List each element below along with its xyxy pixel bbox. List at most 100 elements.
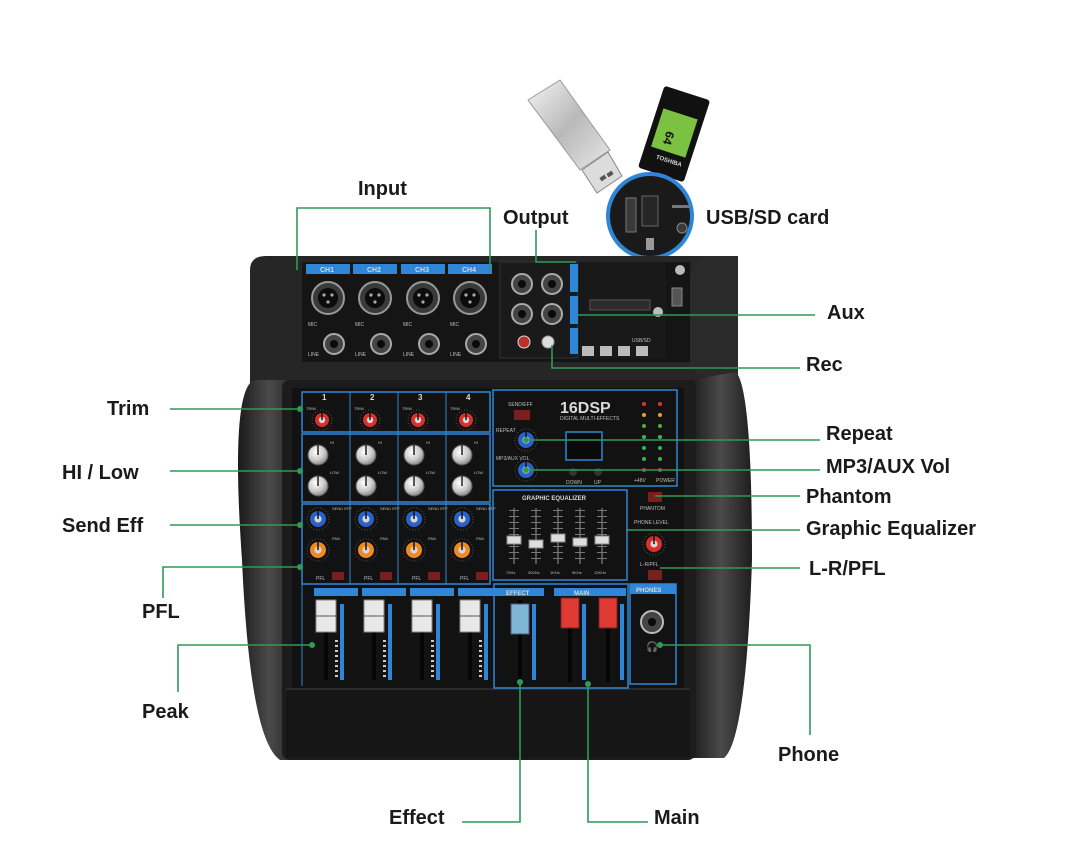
trim-label-2: TRIM (354, 406, 364, 411)
send-eff-button-label: SEND/EFF (508, 402, 533, 408)
graphic-eq-title: GRAPHIC EQUALIZER (522, 496, 587, 502)
hi-knob-4[interactable] (451, 444, 473, 466)
xlr-jack-3[interactable] (406, 281, 440, 315)
label-main: Main (654, 807, 700, 829)
label-mp3-aux-vol: MP3/AUX Vol (826, 456, 951, 478)
l-r-pfl-button[interactable] (648, 570, 662, 580)
line-jack-2[interactable] (370, 333, 392, 355)
main-fader-right[interactable] (598, 597, 618, 629)
leader-phone (660, 644, 811, 735)
usb-sd-zoom (606, 172, 694, 260)
label-output: Output (503, 207, 569, 229)
send-eff-label-2: SEND EFF (380, 506, 400, 511)
send-eff-knob-4[interactable] (450, 507, 474, 531)
phantom-button[interactable] (648, 492, 662, 502)
label-l-r-pfl: L-R/PFL (809, 558, 886, 580)
send-eff-knob-2[interactable] (354, 507, 378, 531)
eq-slider-5[interactable] (594, 535, 610, 545)
line-jack-3[interactable] (418, 333, 440, 355)
eq-freq-1: 70Hz (506, 570, 515, 575)
peak-meter-3 (431, 604, 440, 680)
leader-lines (162, 207, 820, 823)
pfl-label-1: PFL (316, 576, 325, 582)
leader-pfl (162, 566, 300, 598)
phone-level-label: PHONE LEVEL (634, 520, 669, 526)
label-peak: Peak (142, 701, 189, 723)
main-fader-left[interactable] (560, 597, 580, 629)
low-knob-4[interactable] (451, 475, 473, 497)
line-label-2: LINE (355, 352, 367, 358)
repeat-knob-label: REPEAT (496, 428, 516, 434)
pfl-button-1[interactable] (332, 572, 344, 580)
leader-effect (462, 682, 521, 823)
eq-slider-3[interactable] (550, 533, 566, 543)
up-button-label: UP (594, 480, 602, 486)
label-aux: Aux (827, 302, 865, 324)
channel-fader-1[interactable] (315, 599, 337, 633)
trim-knob-2[interactable] (359, 409, 381, 431)
label-rec: Rec (806, 354, 843, 376)
hi-knob-3[interactable] (403, 444, 425, 466)
leader-rec (551, 345, 800, 369)
hi-label-3: HI (426, 440, 430, 445)
channel-fader-4[interactable] (459, 599, 481, 633)
send-eff-label-1: SEND EFF (332, 506, 352, 511)
hi-knob-1[interactable] (307, 444, 329, 466)
channel-fader-2[interactable] (363, 599, 385, 633)
pan-knob-3[interactable] (402, 538, 426, 562)
pan-label-4: PAN (476, 536, 484, 541)
mic-label-1: MIC (308, 322, 318, 328)
low-knob-3[interactable] (403, 475, 425, 497)
media-block: USB/SD (580, 262, 685, 358)
send-eff-knob-1[interactable] (306, 507, 330, 531)
l-r-pfl-label: L-R/PFL (640, 562, 659, 568)
pfl-button-2[interactable] (380, 572, 392, 580)
xlr-jack-2[interactable] (358, 281, 392, 315)
pfl-label-4: PFL (460, 576, 469, 582)
line-jack-4[interactable] (465, 333, 487, 355)
label-graphic-equalizer: Graphic Equalizer (806, 518, 977, 540)
low-knob-2[interactable] (355, 475, 377, 497)
trim-knob-4[interactable] (455, 409, 477, 431)
effect-fader[interactable] (510, 603, 530, 635)
mic-label-2: MIC (355, 322, 365, 328)
hi-knob-2[interactable] (355, 444, 377, 466)
pan-knob-4[interactable] (450, 538, 474, 562)
channel-label-1: CH1 (320, 267, 334, 274)
phantom-led-label: +48V (634, 478, 646, 484)
low-knob-1[interactable] (307, 475, 329, 497)
pfl-button-4[interactable] (476, 572, 488, 580)
pfl-button-3[interactable] (428, 572, 440, 580)
phones-label: PHONES (636, 588, 661, 594)
phone-level-knob[interactable] (642, 532, 666, 556)
pan-knob-2[interactable] (354, 538, 378, 562)
channel-label-2: CH2 (367, 267, 381, 274)
leader-main (587, 684, 648, 823)
line-jack-1[interactable] (323, 333, 345, 355)
eq-slider-2[interactable] (528, 539, 544, 549)
pfl-label-2: PFL (364, 576, 373, 582)
strip-number-2: 2 (370, 393, 375, 402)
xlr-jack-1[interactable] (311, 281, 345, 315)
send-eff-knob-3[interactable] (402, 507, 426, 531)
pan-knob-1[interactable] (306, 538, 330, 562)
label-trim: Trim (107, 398, 150, 420)
hi-label-4: HI (474, 440, 478, 445)
label-pfl: PFL (142, 601, 180, 623)
trim-label-4: TRIM (450, 406, 460, 411)
eq-slider-4[interactable] (572, 537, 588, 547)
low-label-1: LOW (330, 470, 339, 475)
channel-fader-3[interactable] (411, 599, 433, 633)
trim-label-3: TRIM (402, 406, 412, 411)
phones-section: PHONES 🎧 (629, 583, 677, 685)
eq-slider-1[interactable] (506, 535, 522, 545)
xlr-jack-4[interactable] (453, 281, 487, 315)
send-eff-button[interactable] (514, 410, 530, 420)
pan-label-1: PAN (332, 536, 340, 541)
trim-knob-1[interactable] (311, 409, 333, 431)
trim-knob-3[interactable] (407, 409, 429, 431)
peak-meter-2 (383, 604, 392, 680)
